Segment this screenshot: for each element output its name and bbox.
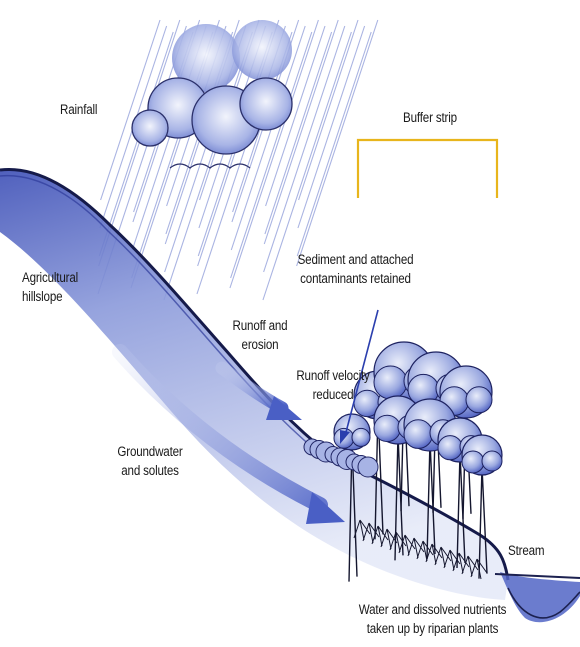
rainfall-label: Rainfall xyxy=(60,100,97,119)
hillslope-label: Agricultural hillslope xyxy=(22,268,78,306)
groundwater-label: Groundwater and solutes xyxy=(107,442,193,480)
uptake-line-1: Water and dissolved nutrients xyxy=(344,600,520,619)
runoff-velocity-line-1: Runoff velocity xyxy=(286,366,381,385)
buffer-strip-label: Buffer strip xyxy=(378,108,481,127)
runoff-erosion-label: Runoff and erosion xyxy=(226,316,295,354)
hillslope-line-1: Agricultural xyxy=(22,268,78,287)
groundwater-line-2: and solutes xyxy=(107,461,193,480)
buffer-strip-bracket xyxy=(358,140,497,198)
runoff-velocity-line-2: reduced xyxy=(286,385,381,404)
sediment-line-2: contaminants retained xyxy=(280,269,431,288)
uptake-label: Water and dissolved nutrients taken up b… xyxy=(344,600,520,638)
stream-text: Stream xyxy=(508,541,544,560)
groundwater-line-1: Groundwater xyxy=(107,442,193,461)
runoff-velocity-label: Runoff velocity reduced xyxy=(286,366,381,404)
sediment-line-1: Sediment and attached xyxy=(280,250,431,269)
uptake-line-2: taken up by riparian plants xyxy=(344,619,520,638)
runoff-erosion-line-2: erosion xyxy=(226,335,295,354)
rainfall-text: Rainfall xyxy=(60,100,97,119)
buffer-strip-text: Buffer strip xyxy=(378,108,481,127)
hillslope-line-2: hillslope xyxy=(22,287,78,306)
sediment-label: Sediment and attached contaminants retai… xyxy=(280,250,431,288)
stream-label: Stream xyxy=(508,541,544,560)
runoff-erosion-line-1: Runoff and xyxy=(226,316,295,335)
